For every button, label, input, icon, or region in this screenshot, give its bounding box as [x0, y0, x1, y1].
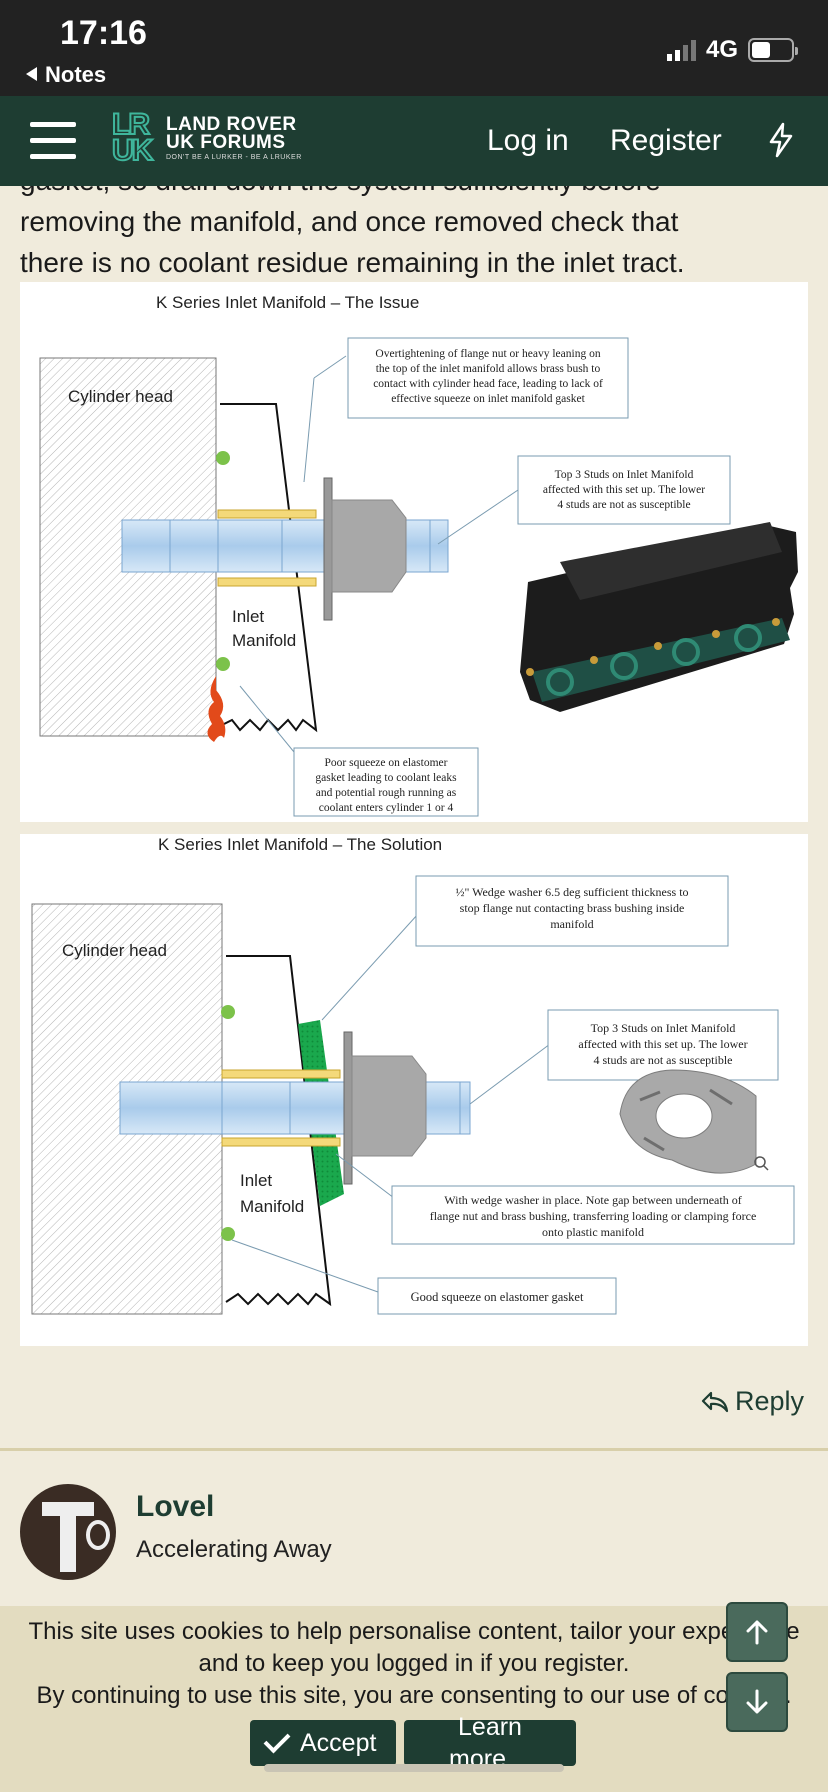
logo-tagline: DON'T BE A LURKER - BE A LRUKER: [166, 154, 302, 161]
zoom-icon: [754, 1156, 769, 1171]
flange-nut: [351, 1055, 427, 1157]
callout-overtighten-line: the top of the inlet manifold allows bra…: [376, 363, 601, 375]
site-header: LR UK LAND ROVER UK FORUMS DON'T BE A LU…: [0, 96, 828, 186]
back-label: Notes: [45, 62, 107, 87]
accept-cookies-button[interactable]: Accept: [250, 1720, 396, 1766]
flange-washer: [323, 477, 333, 621]
inlet-label: Inlet: [240, 1171, 272, 1190]
inlet-manifold-outline: [225, 955, 332, 1307]
callout-squeeze-line: gasket leading to coolant leaks: [315, 772, 457, 784]
signal-icon: [666, 39, 696, 61]
logo-lr: LR: [111, 108, 151, 141]
callout-gap-line: flange nut and brass bushing, transferri…: [430, 1209, 757, 1223]
reply-icon: [701, 1391, 729, 1412]
arrow-up-icon: [746, 1620, 768, 1645]
battery-icon: [748, 38, 798, 62]
logo-text-line2: UK FORUMS: [166, 132, 286, 153]
cylinder-head-label: Cylinder head: [68, 387, 173, 406]
scroll-bottom-button[interactable]: [726, 1672, 788, 1732]
callout-overtighten-line: contact with cylinder head face, leading…: [373, 378, 603, 390]
cookie-banner: This site uses cookies to help personali…: [0, 1606, 828, 1792]
network-type: 4G: [705, 36, 738, 63]
figure-title: K Series Inlet Manifold – The Solution: [158, 835, 442, 854]
callout-squeeze-line: Poor squeeze on elastomer: [325, 757, 448, 769]
inlet-label: Inlet: [232, 607, 264, 626]
cylinder-head-label: Cylinder head: [62, 941, 167, 960]
post-divider: [0, 1448, 828, 1451]
callout-squeeze-line: coolant enters cylinder 1 or 4: [319, 802, 454, 814]
logo-text-line1: LAND ROVER: [166, 114, 297, 135]
callout-washer-line: ½" Wedge washer 6.5 deg sufficient thick…: [455, 885, 688, 899]
post-text-line: removing the manifold, and once removed …: [20, 206, 679, 237]
avatar[interactable]: [20, 1484, 116, 1580]
status-indicators: 4G: [666, 36, 798, 64]
back-to-notes[interactable]: Notes: [26, 62, 106, 88]
contact-dot: [221, 1005, 235, 1019]
callout-studs-line: 4 studs are not as susceptible: [557, 499, 690, 511]
callout-overtighten-line: effective squeeze on inlet manifold gask…: [391, 393, 585, 405]
arrow-down-icon: [746, 1689, 768, 1714]
callout-studs-line: Top 3 Studs on Inlet Manifold: [591, 1021, 736, 1035]
callout-studs-line: 4 studs are not as susceptible: [594, 1053, 733, 1067]
callout-washer-line: stop flange nut contacting brass bushing…: [460, 901, 685, 915]
callout-studs-line: Top 3 Studs on Inlet Manifold: [555, 469, 694, 481]
status-bar: 17:16 Notes 4G: [0, 0, 828, 96]
scroll-top-button[interactable]: [726, 1602, 788, 1662]
callout-washer-line: manifold: [550, 917, 593, 931]
contact-dot: [216, 657, 230, 671]
contact-dot: [216, 451, 230, 465]
learn-more-button[interactable]: Learn more…: [404, 1713, 576, 1773]
accept-label: Accept: [300, 1729, 377, 1757]
callout-studs-line: affected with this set up. The lower: [578, 1037, 747, 1051]
manifold-label: Manifold: [240, 1197, 304, 1216]
cookie-text-line: and to keep you logged in if you registe…: [198, 1650, 630, 1677]
logo-uk: UK: [111, 134, 154, 167]
check-icon: [263, 1726, 291, 1754]
contact-dot: [221, 1227, 235, 1241]
username[interactable]: Lovel: [136, 1490, 215, 1523]
wedge-washer-photo: [619, 1069, 757, 1174]
diagram-issue-image[interactable]: K Series Inlet Manifold – The Issue Cyli…: [20, 282, 808, 822]
leak-flames: [207, 676, 226, 742]
home-indicator: [264, 1764, 564, 1772]
reply-label: Reply: [734, 1386, 804, 1416]
back-arrow-icon: [26, 67, 37, 81]
manifold-photo: [520, 522, 798, 712]
cookie-text-line: This site uses cookies to help personali…: [28, 1618, 800, 1645]
callout-studs-line: affected with this set up. The lower: [543, 484, 705, 496]
flange-nut: [331, 499, 407, 593]
user-title: Accelerating Away: [136, 1536, 332, 1563]
diagram-solution-image[interactable]: K Series Inlet Manifold – The Solution C…: [20, 834, 808, 1346]
manifold-label: Manifold: [232, 631, 296, 650]
figure-title: K Series Inlet Manifold – The Issue: [156, 293, 419, 312]
status-time: 17:16: [60, 14, 147, 52]
login-link[interactable]: Log in: [487, 124, 569, 157]
bolt-icon[interactable]: [766, 122, 796, 158]
callout-overtighten-line: Overtightening of flange nut or heavy le…: [375, 348, 600, 360]
inlet-manifold-outline: [219, 403, 318, 733]
site-logo[interactable]: LR UK LAND ROVER UK FORUMS DON'T BE A LU…: [108, 108, 314, 170]
menu-icon[interactable]: [30, 122, 76, 160]
callout-good-squeeze: Good squeeze on elastomer gasket: [411, 1290, 584, 1304]
post-text-line: there is no coolant residue remaining in…: [20, 247, 685, 278]
register-link[interactable]: Register: [610, 124, 722, 157]
callout-gap-line: onto plastic manifold: [542, 1225, 644, 1239]
cookie-text-line: By continuing to use this site, you are …: [36, 1682, 792, 1709]
callout-squeeze-line: and potential rough running as: [316, 787, 457, 799]
callout-gap-line: With wedge washer in place. Note gap bet…: [444, 1193, 741, 1207]
reply-button[interactable]: Reply: [701, 1386, 804, 1417]
